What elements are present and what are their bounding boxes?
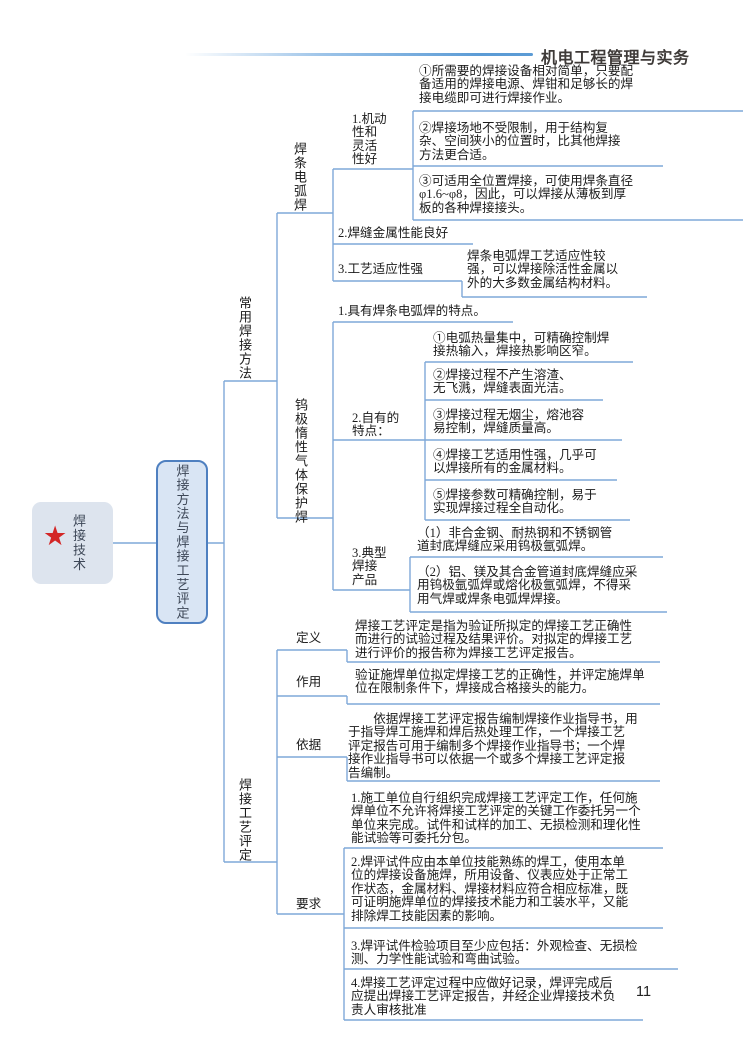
page-number: 11 — [636, 984, 652, 1000]
wpq-basis-text: 依据焊接工艺评定报告编制焊接作业指导书，用 于指导焊工施焊和焊后热处理工作，一个… — [348, 712, 638, 780]
smaw-feature-3-note: 焊条电弧焊工艺适应性较 强，可以焊接除活性金属以 外的大多数金属结构材料。 — [467, 249, 619, 290]
wpq-definition-label: 定义 — [296, 631, 322, 645]
wpq-requirement-4: 4.焊接工艺评定过程中应做好记录，焊评完成后 应提出焊接工艺评定报告，并经企业焊… — [351, 976, 616, 1017]
header-rule — [185, 53, 533, 56]
wpq-requirement-2: 2.焊评试件应由本单位技能熟练的焊工，使用本单 位的焊接设备施焊，所用设备、仪表… — [351, 855, 629, 923]
smaw-feature-2-label: 2.焊缝金属性能良好 — [338, 226, 449, 240]
node-tig-label: 钨极惰性气体保护焊 — [293, 398, 308, 524]
tig-feature-1-label: 1.具有焊条电弧焊的特点。 — [338, 304, 486, 318]
methods-branch-lines — [276, 110, 743, 613]
tig-feature-2-point-5: ⑤焊接参数可精确控制，易于 实现焊接过程全自动化。 — [433, 488, 597, 516]
tig-feature-2-point-3: ③焊接过程无烟尘，熔池容 易控制，焊缝质量高。 — [433, 408, 585, 436]
wpq-requirement-1: 1.施工单位自行组织完成焊接工艺评定工作，任何施 焊单位不允许将焊接工艺评定的关… — [351, 791, 641, 846]
wpq-basis-label: 依据 — [296, 738, 322, 752]
topic-label: 焊接方法与焊接工艺评定 — [174, 463, 190, 621]
branch-label-common-welding-methods: 常用焊接方法 — [237, 296, 252, 380]
wpq-definition-text: 焊接工艺评定是指为验证所拟定的焊接工艺正确性 而进行的试验过程及结果评价。对拟定… — [355, 619, 633, 660]
tig-feature-3-point-1: （1）非合金钢、耐热钢和不锈钢管 道封底焊缝应采用钨极氩弧焊。 — [417, 526, 613, 554]
smaw-feature-1-point-3: ③可适用全位置焊接，可使用焊条直径 φ1.6~φ8，因此，可以焊接从薄板到厚 板… — [419, 174, 634, 215]
red-star-icon: ★ — [43, 521, 68, 552]
root-label: 焊接技术 — [71, 514, 86, 572]
wpq-branch-lines — [276, 649, 678, 1021]
trunk-lines — [113, 380, 277, 863]
header-title: 机电工程管理与实务 — [541, 50, 690, 67]
tig-feature-3-label: 3.典型 焊接 产品 — [352, 546, 387, 587]
tig-feature-2-label: 2.自有的 特点： — [352, 411, 400, 439]
node-smaw-label: 焊条电弧焊 — [292, 142, 307, 212]
smaw-feature-1-label: 1.机动 性和 灵活 性好 — [352, 112, 387, 167]
tig-feature-2-point-4: ④焊接工艺适用性强，几乎可 以焊接所有的金属材料。 — [433, 448, 597, 476]
tig-feature-2-point-1: ①电弧热量集中，可精确控制焊 接热输入，焊接热影响区窄。 — [433, 331, 610, 359]
branch-label-wpq: 焊接工艺评定 — [237, 778, 252, 862]
smaw-feature-1-point-1: ①所需要的焊接设备相对简单，只要配 备适用的焊接电源、焊钳和足够长的焊 接电缆即… — [419, 64, 634, 105]
wpq-requirements-label: 要求 — [296, 897, 322, 911]
smaw-feature-1-point-2: ②焊接场地不受限制，用于结构复 杂、空间狭小的位置时，比其他焊接 方法更合适。 — [419, 121, 621, 162]
tig-feature-2-point-2: ②焊接过程不产生溶渣、 无飞溅，焊缝表面光洁。 — [433, 368, 572, 396]
tig-feature-3-point-2: （2）铝、镁及其合金管道封底焊缝应采 用钨极氩弧焊或熔化极氩弧焊，不得采 用气焊… — [417, 565, 638, 606]
node-welding-technology: ★ 焊接技术 — [32, 502, 113, 584]
node-welding-methods-and-wpq: 焊接方法与焊接工艺评定 — [156, 460, 208, 624]
wpq-function-label: 作用 — [296, 675, 322, 689]
wpq-requirement-3: 3.焊评试件检验项目至少应包括：外观检查、无损检 测、力学性能试验和弯曲试验。 — [351, 939, 638, 967]
smaw-feature-3-label: 3.工艺适应性强 — [338, 262, 424, 276]
wpq-function-text: 验证施焊单位拟定焊接工艺的正确性，并评定施焊单 位在限制条件下，焊接成合格接头的… — [355, 668, 645, 696]
